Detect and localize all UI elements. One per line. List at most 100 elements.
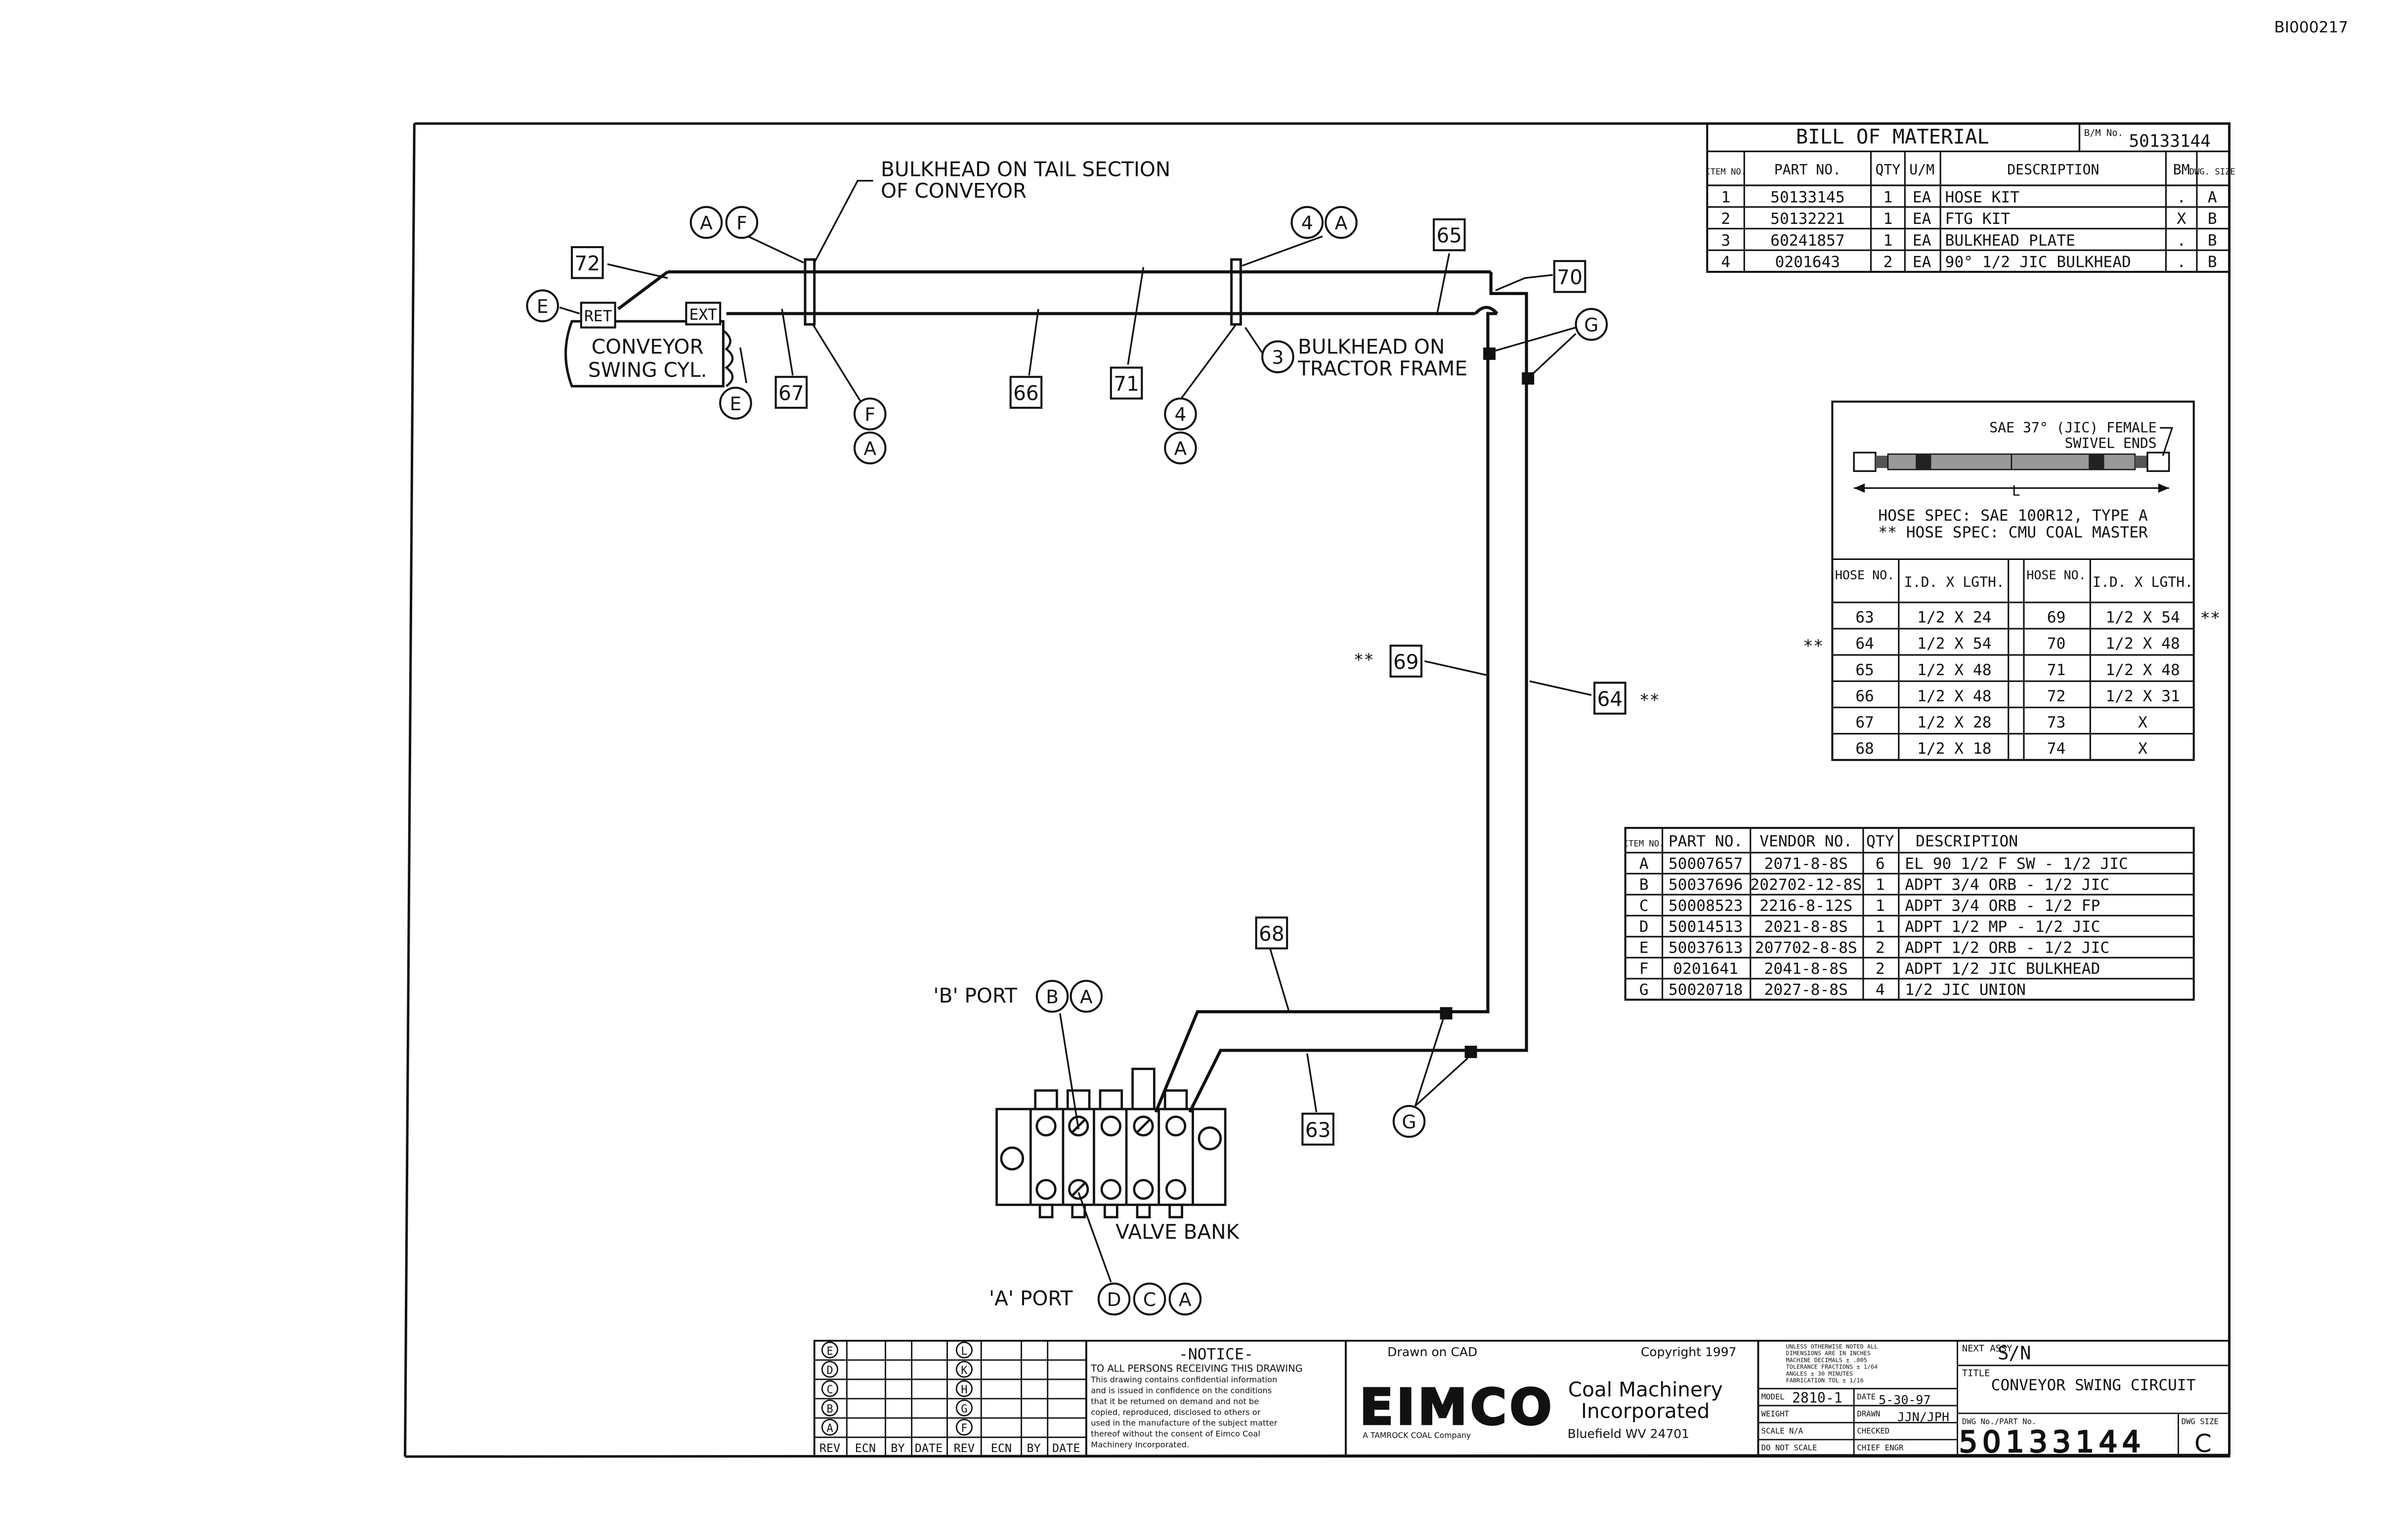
hose-tag: 66 [1009, 376, 1043, 409]
bulkhead-tail-label-1: BULKHEAD ON TAIL SECTION [881, 157, 1170, 181]
bom-cell: BULKHEAD PLATE [1945, 232, 2075, 250]
fitting-cell: 50014513 [1669, 918, 1743, 936]
tolerance-line: UNLESS OTHERWISE NOTED ALL [1786, 1343, 1878, 1350]
hose-spec-header: I.D. X LGTH. [1904, 574, 2005, 591]
revision-letter: H [961, 1384, 967, 1396]
scale-label: SCALE N/A [1761, 1426, 1803, 1435]
fitting-bubble: E [526, 289, 559, 323]
drawing-title: CONVEYOR SWING CIRCUIT [1991, 1376, 2196, 1394]
fitting-bubble: G [1575, 308, 1608, 341]
revision-letter: L [961, 1345, 967, 1358]
fitting-header: VENDOR NO. [1759, 833, 1852, 851]
notice-line: and is issued in confidence on the condi… [1091, 1386, 1272, 1395]
hose-spec-cell: 1/2 X 48 [1917, 661, 1992, 679]
bom-cell: . [2177, 188, 2186, 206]
bom-cell: 50132221 [1770, 210, 1845, 228]
bom-number: 50133144 [2129, 131, 2210, 151]
fitting-cell: C [1639, 897, 1649, 915]
fitting-cell: EL 90 1/2 F SW - 1/2 JIC [1905, 855, 2128, 873]
item-bubble-number: 4 [1301, 212, 1313, 234]
double-star-mark: ** [1803, 637, 1823, 656]
fitting-bubble-letter: G [1402, 1111, 1416, 1133]
bom-cell: X [2177, 210, 2186, 228]
bom-header: PART NO. [1774, 162, 1841, 178]
revision-letter: D [826, 1365, 833, 1377]
hose-spec-cell: 69 [2047, 609, 2066, 627]
fitting-cell: ADPT 3/4 ORB - 1/2 FP [1905, 897, 2100, 915]
hose-tag: 64 [1593, 682, 1627, 715]
hose-tag: 67 [774, 376, 808, 409]
fitting-cell: 2041-8-8S [1764, 960, 1848, 978]
item-bubble: 4 [1290, 206, 1324, 239]
item-bubble-number: 4 [1175, 404, 1187, 426]
tolerance-line: FABRICATION TOL ± 1/16 [1786, 1377, 1864, 1384]
fitting-cell: 2027-8-8S [1764, 981, 1848, 999]
fitting-cell: 50020718 [1669, 981, 1743, 999]
item-bubble: 3 [1261, 340, 1294, 374]
bom-header: DESCRIPTION [2007, 162, 2099, 178]
hose-spec-cell: 1/2 X 28 [1917, 714, 1992, 731]
bom-cell: FTG KIT [1945, 210, 2011, 228]
bom-cell: 90° 1/2 JIC BULKHEAD [1945, 254, 2131, 271]
fitting-cell: 50007657 [1669, 855, 1743, 873]
hose-spec-cell: 1/2 X 48 [2105, 661, 2180, 679]
union-fittings [1440, 347, 1535, 1058]
revision-letter: B [826, 1403, 833, 1415]
bom-cell: . [2177, 232, 2186, 250]
fitting-bubble-letter: G [1584, 314, 1598, 336]
bom-cell: B [2208, 210, 2217, 228]
hose-spec-cell: X [2138, 714, 2147, 731]
fitting-cell: 1/2 JIC UNION [1905, 981, 2026, 999]
company-block: Drawn on CAD Copyright 1997 EIMCO Coal M… [1345, 1339, 1759, 1458]
bom-cell: EA [1913, 188, 1931, 206]
revision-letter: F [961, 1422, 967, 1435]
bom-header: DWG. SIZE [2189, 167, 2235, 177]
company-sub: A TAMROCK COAL Company [1363, 1431, 1471, 1440]
fitting-bubble: C [1133, 1283, 1166, 1316]
fitting-cell: ADPT 1/2 ORB - 1/2 JIC [1905, 939, 2109, 957]
fitting-bubble-letter: A [863, 437, 876, 459]
fitting-cell: B [1639, 876, 1649, 894]
hose-spec-cell: 1/2 X 54 [1917, 635, 1992, 653]
bom-cell: 2 [1884, 254, 1893, 271]
revision-letter: G [961, 1403, 967, 1415]
hose-spec-cell: 73 [2047, 714, 2066, 731]
notice-line: used in the manufacture of the subject m… [1091, 1418, 1277, 1428]
notice-line: Machinery Incorporated. [1091, 1440, 1189, 1449]
bill-of-material-table: BILL OF MATERIAL B/M No. 50133144 ITEM N… [1705, 122, 2235, 273]
revision-footer-label: REV [819, 1441, 840, 1455]
fitting-bubble: F [725, 206, 759, 239]
hose-tag-number: 67 [778, 381, 804, 405]
fitting-cell: 2 [1876, 960, 1885, 978]
bom-cell: 1 [1884, 188, 1893, 206]
fitting-cell: 1 [1876, 918, 1885, 936]
fitting-bubble-letter: A [1174, 437, 1187, 459]
hose-tag: 65 [1433, 218, 1466, 252]
tolerance-line: ANGLES ± 30 MINUTES [1786, 1370, 1853, 1377]
hose-spec-line-2: ** HOSE SPEC: CMU COAL MASTER [1878, 524, 2148, 542]
hose-tag-number: 69 [1393, 650, 1419, 674]
fitting-cell: 4 [1876, 981, 1885, 999]
hose-length-label: L [2012, 483, 2020, 499]
hose-spec-table: SAE 37° (JIC) FEMALE SWIVEL ENDS L HOSE … [1831, 400, 2195, 761]
fitting-cell: 50008523 [1669, 897, 1743, 915]
next-assy-label: NEXT ASSY. [1962, 1344, 2018, 1354]
hose-spec-cell: 1/2 X 48 [2105, 635, 2180, 653]
drawn-by-value: JJN/JPH [1897, 1410, 1949, 1424]
fitting-cell: 207702-8-8S [1755, 939, 1857, 957]
hose-tag-number: 66 [1013, 381, 1039, 405]
fitting-bubble-letter: E [730, 393, 742, 415]
revision-letter: A [826, 1422, 833, 1435]
hose-ends-label-1: SAE 37° (JIC) FEMALE [1989, 420, 2156, 436]
revision-footer-label: ECN [855, 1441, 876, 1455]
ret-port-label: RET [584, 307, 612, 325]
fitting-cell: 2021-8-8S [1764, 918, 1848, 936]
bom-cell: B [2208, 254, 2217, 271]
fitting-bubble: A [1164, 431, 1197, 465]
b-port-label: 'B' PORT [933, 984, 1017, 1007]
fitting-header: PART NO. [1669, 833, 1743, 851]
fitting-bubble-letter: A [1080, 986, 1093, 1008]
